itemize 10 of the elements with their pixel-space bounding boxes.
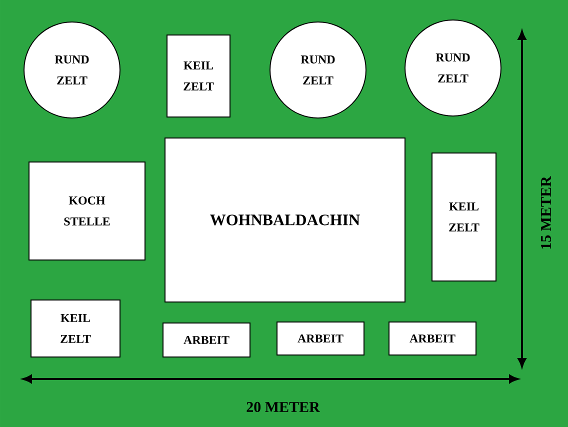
area-box: WOHNBALDACHIN	[164, 138, 406, 302]
area-box: KEIL ZELT	[166, 34, 230, 118]
dimension-label: 20 METER	[246, 402, 320, 412]
area-box: ARBEIT	[388, 321, 476, 356]
area-box: KEIL ZELT	[30, 299, 120, 358]
area-box: KEIL ZELT	[432, 152, 496, 282]
dimension-label: 15 METER	[540, 176, 552, 249]
area-box: KOCH STELLE	[28, 162, 146, 260]
area-box: ARBEIT	[276, 321, 364, 356]
area-box: ARBEIT	[162, 322, 250, 358]
